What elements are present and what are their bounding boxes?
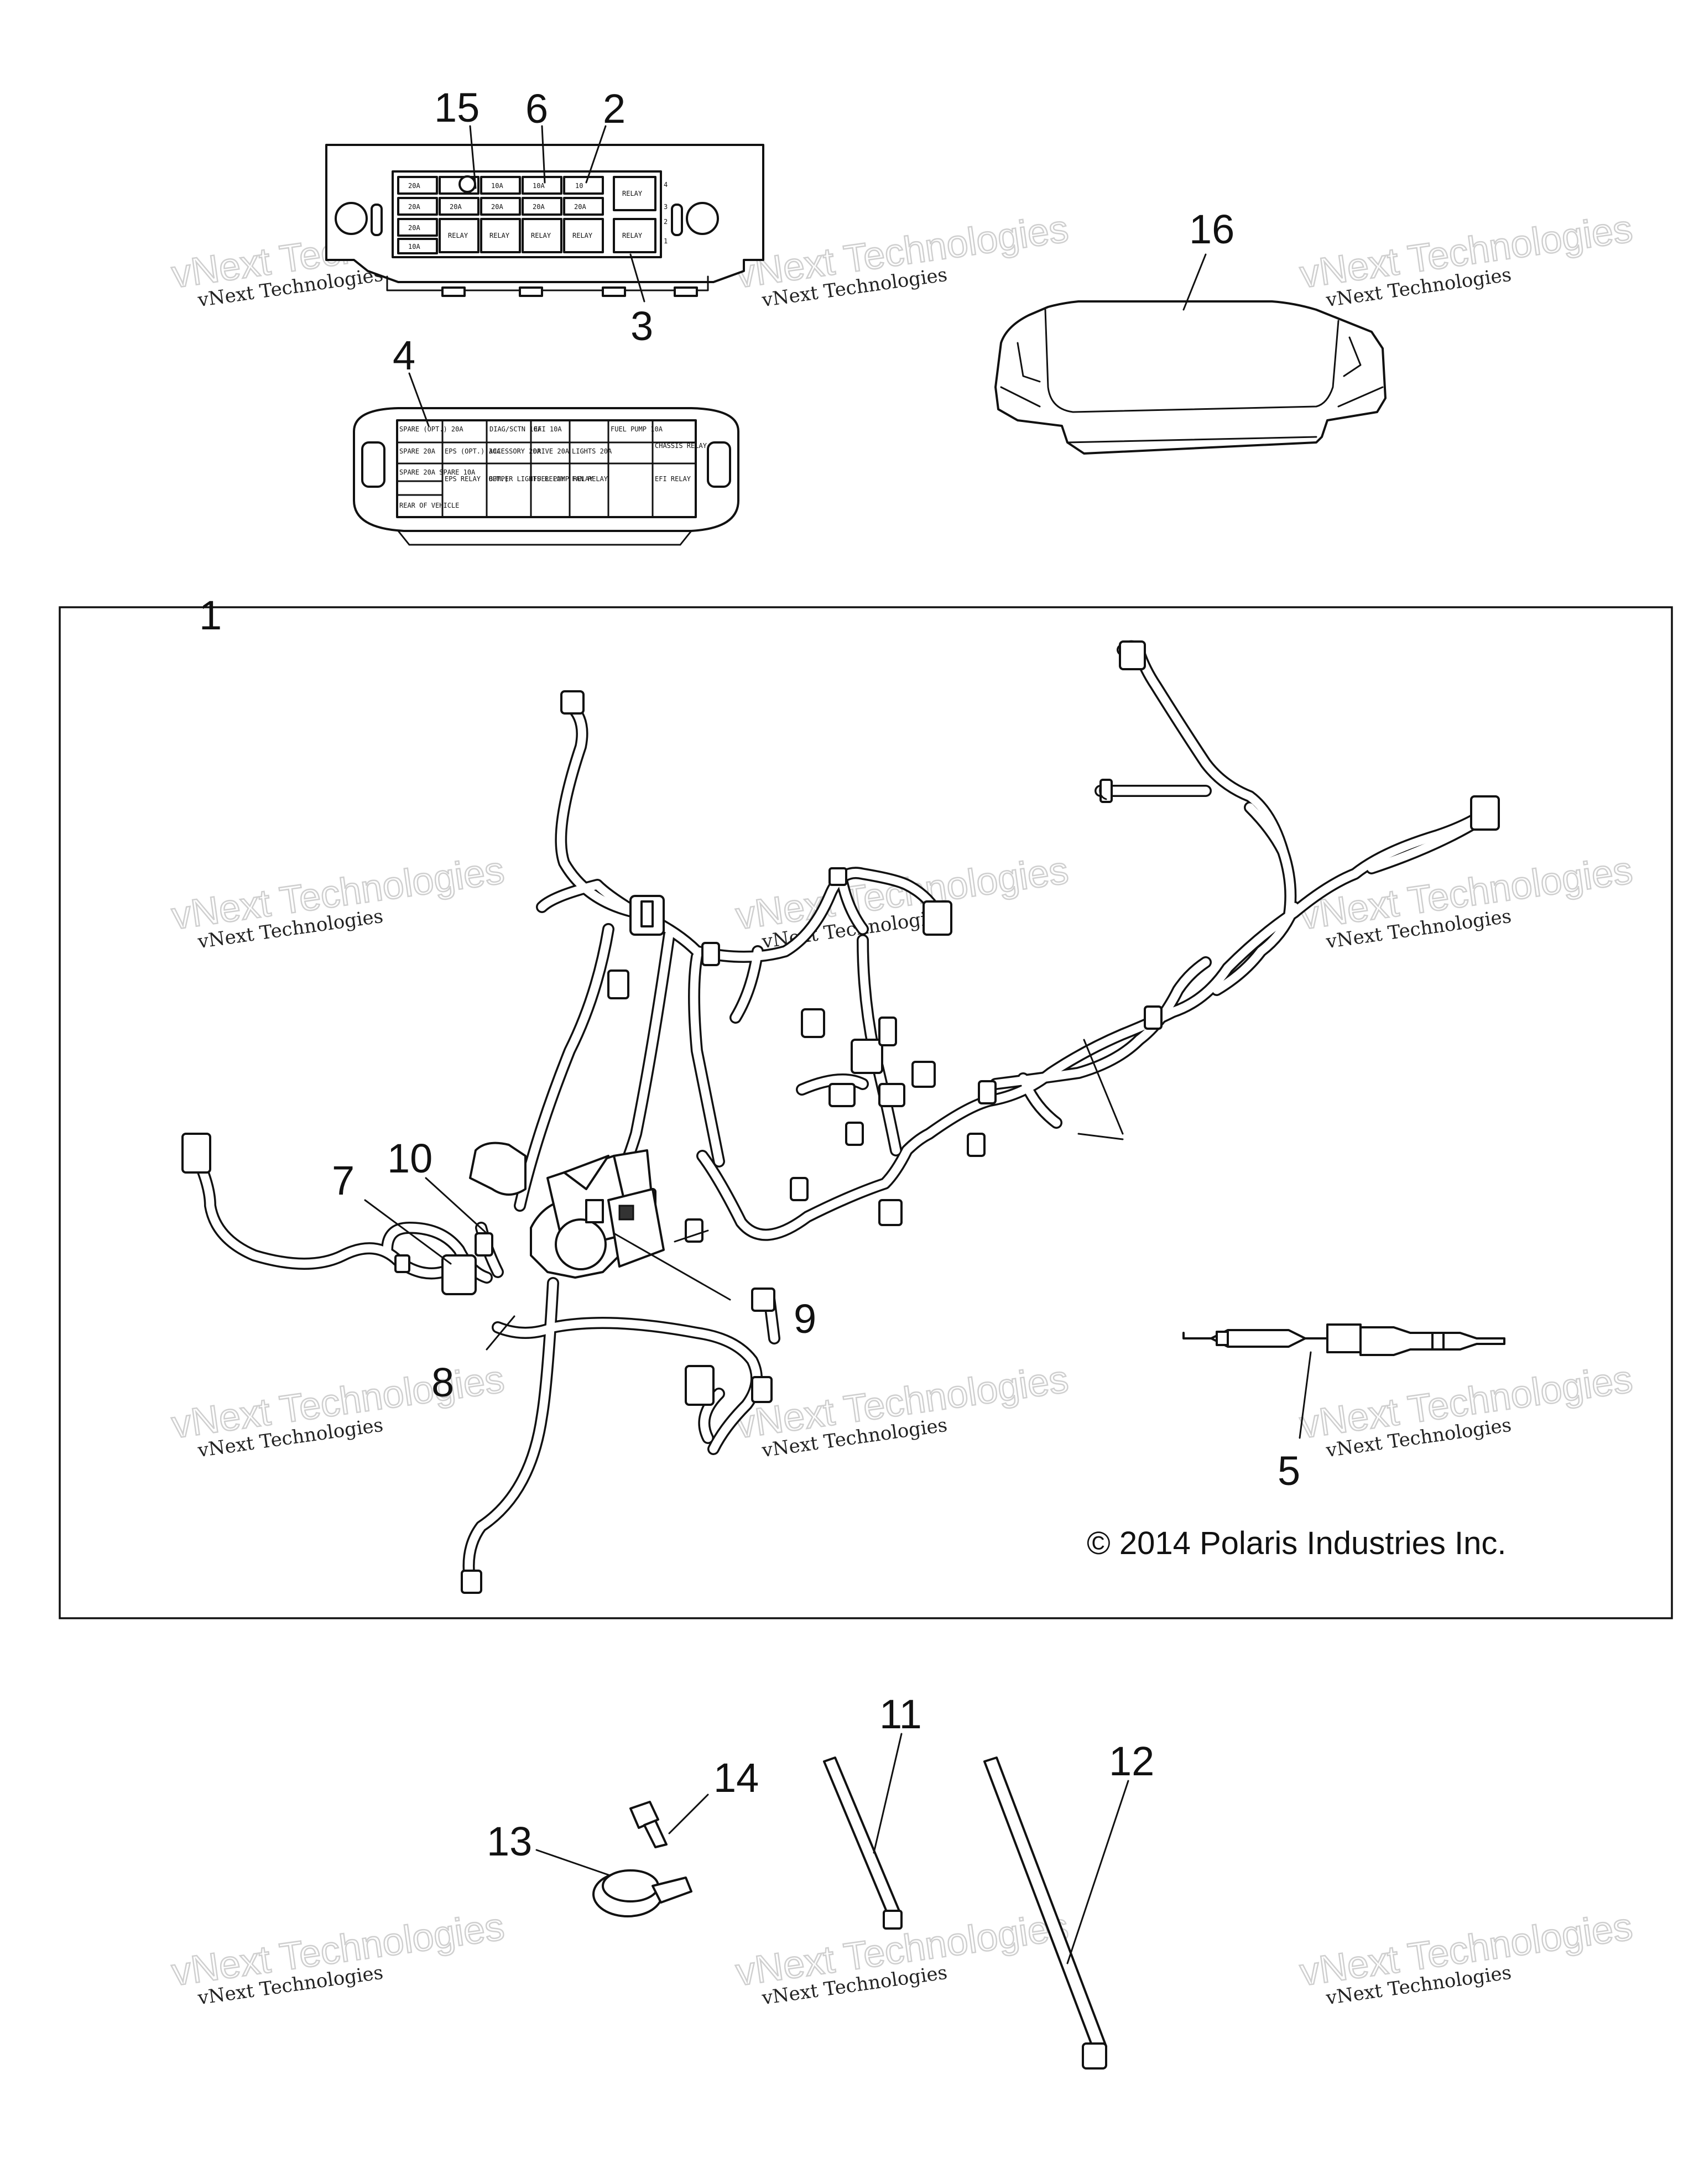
callout-10: 10 [387, 1135, 432, 1181]
svg-text:SPARE 20A: SPARE 20A [399, 447, 436, 455]
cable-tie-long [983, 1756, 1107, 2070]
svg-text:LIGHTS 20A: LIGHTS 20A [572, 447, 612, 455]
harness-main-block [530, 1149, 665, 1279]
svg-text:20A: 20A [408, 203, 420, 211]
svg-text:20A: 20A [408, 182, 420, 190]
svg-text:RELAY: RELAY [572, 232, 593, 239]
watermark: vNext Technologies vNext Technologies [168, 1356, 507, 1462]
svg-text:FAN RELAY: FAN RELAY [572, 475, 608, 483]
svg-text:ACCESSORY 20A: ACCESSORY 20A [489, 447, 541, 455]
svg-text:20A: 20A [574, 203, 586, 211]
svg-text:BUMPER LIGHTS RELAY: BUMPER LIGHTS RELAY [489, 475, 565, 483]
fuse-grid: 20A 10A 10A 10 RELAY 20A 20A 20A 20A 20A… [397, 175, 656, 254]
watermark: vNext Technologies vNext Technologies [1296, 206, 1635, 311]
watermark: vNext Technologies vNext Technologies [1296, 1904, 1635, 2009]
watermark: vNext Technologies vNext Technologies [168, 847, 507, 953]
callout-7: 7 [332, 1158, 355, 1203]
svg-text:FUEL PUMP RELAY: FUEL PUMP RELAY [533, 475, 593, 483]
watermark: vNext Technologies vNext Technologies [732, 1356, 1071, 1462]
relay-cover [994, 300, 1387, 455]
callout-3: 3 [630, 303, 653, 349]
callout-8: 8 [431, 1359, 454, 1405]
harness-frame [59, 606, 1673, 1619]
svg-text:EFI RELAY: EFI RELAY [655, 475, 691, 483]
copyright-notice: © 2014 Polaris Industries Inc. [1087, 1525, 1506, 1561]
callout-15: 15 [434, 85, 480, 131]
svg-text:RELAY: RELAY [531, 232, 551, 239]
harness-connectors [181, 640, 1500, 1594]
svg-text:4: 4 [664, 181, 668, 189]
svg-text:EPS RELAY (OPT.): EPS RELAY (OPT.) [445, 475, 509, 483]
watermark: vNext Technologies vNext Technologies [1296, 847, 1635, 953]
svg-text:REAR OF VEHICLE: REAR OF VEHICLE [399, 502, 459, 509]
callout-16: 16 [1189, 206, 1234, 252]
svg-text:DIAG/SCTN 10A: DIAG/SCTN 10A [489, 425, 542, 433]
fuse-box-base: 20A 10A 10A 10 RELAY 20A 20A 20A 20A 20A… [325, 144, 764, 297]
svg-text:10A: 10A [408, 243, 420, 251]
svg-text:20A: 20A [533, 203, 545, 211]
svg-text:RELAY: RELAY [622, 232, 643, 239]
cable-tie-short [823, 1756, 903, 1930]
svg-text:EPS (OPT.) 30A: EPS (OPT.) 30A [445, 447, 501, 455]
fuse-box-cover: SPARE (OPT.) 20A DIAG/SCTN 10A EFI 10A F… [353, 407, 739, 546]
callout-9: 9 [794, 1296, 816, 1342]
watermark: vNext Technologies vNext Technologies [732, 206, 1071, 311]
callout-2: 2 [603, 86, 626, 132]
svg-text:RELAY: RELAY [622, 190, 643, 197]
svg-text:CHASSIS RELAY: CHASSIS RELAY [655, 442, 707, 450]
svg-text:20A: 20A [491, 203, 503, 211]
watermark: vNext Technologies vNext Technologies [168, 1904, 507, 2009]
callout-12: 12 [1109, 1738, 1154, 1784]
p-clamp [592, 1869, 692, 1917]
inline-fuse-holder [1182, 1323, 1505, 1356]
svg-text:RELAY: RELAY [448, 232, 468, 239]
svg-text:20A: 20A [450, 203, 462, 211]
harness-tails [674, 784, 1124, 1243]
svg-text:SPARE (OPT.) 20A: SPARE (OPT.) 20A [399, 425, 463, 433]
svg-text:3: 3 [664, 203, 668, 211]
svg-text:2: 2 [664, 218, 668, 226]
watermark: vNext Technologies vNext Technologies [1296, 1356, 1635, 1462]
svg-text:RELAY: RELAY [489, 232, 510, 239]
callout-13: 13 [487, 1818, 532, 1864]
svg-text:DRIVE 20A: DRIVE 20A [533, 447, 570, 455]
watermark: vNext Technologies vNext Technologies [732, 1904, 1071, 2009]
watermark: vNext Technologies vNext Technologies [732, 847, 1071, 953]
callout-6: 6 [525, 86, 548, 132]
svg-text:10: 10 [575, 182, 583, 190]
callout-14: 14 [713, 1755, 759, 1801]
wiring-harness [181, 640, 1500, 1594]
svg-text:10A: 10A [533, 182, 545, 190]
svg-text:EFI 10A: EFI 10A [534, 425, 562, 433]
svg-text:1: 1 [664, 237, 668, 245]
callout-11: 11 [879, 1691, 922, 1737]
screw [629, 1801, 668, 1848]
callout-1: 1 [199, 592, 222, 638]
callout-5: 5 [1278, 1448, 1300, 1494]
svg-text:20A: 20A [408, 224, 420, 232]
callout-4: 4 [393, 332, 415, 378]
svg-text:SPARE 20A SPARE 10A: SPARE 20A SPARE 10A [399, 468, 476, 476]
svg-text:FUEL PUMP 10A: FUEL PUMP 10A [611, 425, 663, 433]
svg-text:10A: 10A [491, 182, 503, 190]
